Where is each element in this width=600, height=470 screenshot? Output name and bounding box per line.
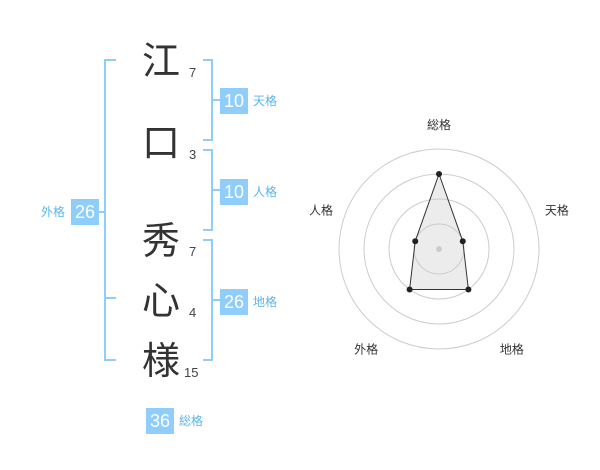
radar-point-3 [465, 286, 472, 293]
radar-point-1 [436, 171, 442, 177]
radar-point-4 [406, 286, 413, 293]
stroke-count-4: 4 [189, 305, 197, 320]
radar-point-2 [459, 238, 466, 245]
radar-value-area [409, 172, 469, 290]
radar-point-5 [412, 238, 419, 245]
name-char-1: 江 [141, 39, 180, 83]
gaikaku-label: 外格 [41, 205, 66, 219]
tenkaku-value-badge: 10 [220, 88, 248, 114]
name-char-5: 様 [141, 339, 180, 383]
tenkaku-bracket [203, 59, 220, 141]
name-char-3: 秀 [141, 219, 180, 263]
soukaku-label: 総格 [179, 414, 204, 428]
jinkaku-value-badge: 10 [220, 179, 248, 205]
radar-axis-label-1: 総格 [427, 117, 451, 132]
name-char-4: 心 [141, 279, 180, 323]
chikaku-value-badge: 26 [220, 289, 248, 315]
stroke-count-5: 15 [184, 365, 199, 380]
stroke-count-1: 7 [189, 65, 197, 80]
jinkaku-bracket [203, 149, 220, 231]
stroke-count-2: 3 [189, 147, 197, 162]
stroke-count-3: 7 [189, 244, 197, 259]
gaikaku-value-badge: 26 [71, 199, 99, 225]
radar-axis-label-3: 地格 [500, 341, 524, 356]
radar-ring-2 [388, 198, 490, 300]
chikaku-bracket [203, 239, 220, 361]
chikaku-label: 地格 [253, 295, 278, 309]
tenkaku-label: 天格 [253, 94, 278, 108]
jinkaku-label: 人格 [253, 185, 278, 199]
radar-center-point [436, 246, 442, 252]
gaikaku-bracket [98, 59, 116, 361]
radar-ring-4 [338, 148, 540, 350]
radar-axis-label-4: 外格 [354, 341, 378, 356]
radar-axis-label-5: 人格 [309, 203, 333, 218]
soukaku-value-badge: 36 [146, 408, 174, 434]
name-char-2: 口 [141, 121, 180, 165]
radar-axis-label-2: 天格 [545, 203, 569, 218]
